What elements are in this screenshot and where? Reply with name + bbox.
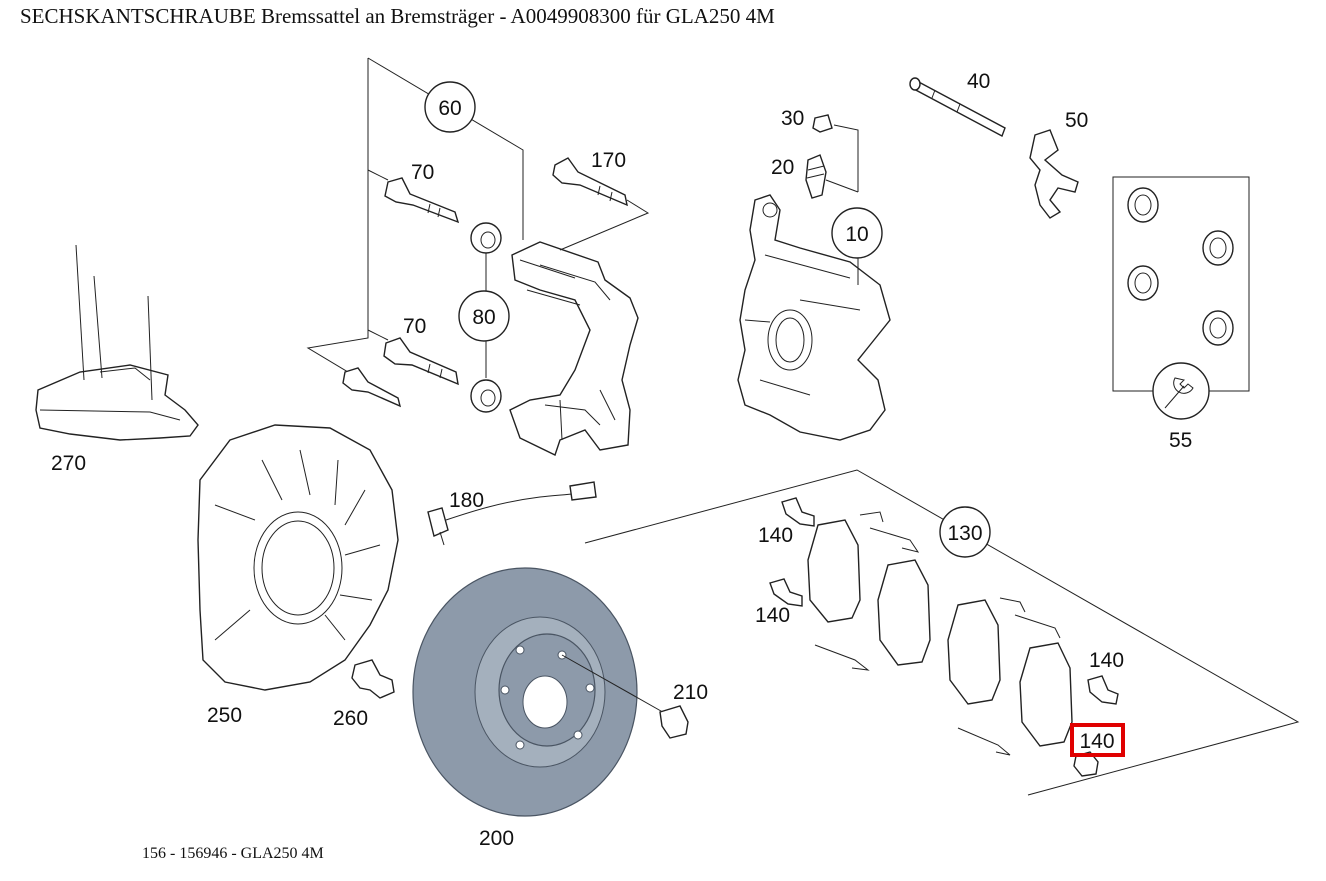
callout-140-right[interactable]: 140 xyxy=(1089,649,1124,672)
callout-200[interactable]: 200 xyxy=(479,827,514,850)
pad-bolt-highlighted[interactable] xyxy=(1073,751,1099,777)
brake-pad-wear-sensor[interactable] xyxy=(427,481,597,546)
callout-170[interactable]: 170 xyxy=(591,149,626,172)
callout-210[interactable]: 210 xyxy=(673,681,708,704)
highlight-box xyxy=(1070,723,1125,757)
svg-text:140: 140 xyxy=(1079,730,1114,753)
brake-pad-set[interactable] xyxy=(584,469,1300,796)
callout-55[interactable]: 55 xyxy=(1169,429,1192,452)
svg-text:130: 130 xyxy=(947,522,982,545)
leader-20 xyxy=(825,179,859,193)
bleeder-valve[interactable] xyxy=(805,154,827,199)
callout-40[interactable]: 40 xyxy=(967,70,990,93)
brake-disc[interactable] xyxy=(412,567,669,817)
callout-70-upper[interactable]: 70 xyxy=(411,161,434,184)
callout-70-lower[interactable]: 70 xyxy=(403,315,426,338)
rubber-bushing-upper[interactable] xyxy=(470,222,502,254)
disc-retaining-screw[interactable] xyxy=(659,705,689,739)
callout-10[interactable]: 10 xyxy=(831,207,883,259)
hex-bolt-260[interactable] xyxy=(351,659,395,699)
pad-bolt-right[interactable] xyxy=(1087,675,1119,705)
callout-140-mid-left[interactable]: 140 xyxy=(755,604,790,627)
svg-text:80: 80 xyxy=(472,306,495,329)
bleeder-cap[interactable] xyxy=(812,114,833,133)
pad-bolt-upper-left[interactable] xyxy=(781,497,815,527)
brake-dust-shield[interactable] xyxy=(197,424,399,691)
callout-50[interactable]: 50 xyxy=(1065,109,1088,132)
leader-30 xyxy=(833,124,859,192)
callout-270[interactable]: 270 xyxy=(51,452,86,475)
hex-bolt-170[interactable] xyxy=(552,157,650,251)
callout-80[interactable]: 80 xyxy=(458,290,510,342)
caliper-carrier[interactable] xyxy=(509,241,639,456)
pad-bolt-mid-left[interactable] xyxy=(769,578,803,607)
page-title: SECHSKANTSCHRAUBE Bremssattel an Bremstr… xyxy=(20,4,775,28)
rubber-bushing-lower[interactable] xyxy=(470,379,502,413)
callout-60[interactable]: 60 xyxy=(424,81,476,133)
callout-30[interactable]: 30 xyxy=(781,107,804,130)
brake-caliper-housing[interactable] xyxy=(737,194,891,441)
callout-260[interactable]: 260 xyxy=(333,707,368,730)
callout-130[interactable]: 130 xyxy=(939,506,991,558)
wrench-icon xyxy=(1152,362,1210,420)
seal-kit-box[interactable] xyxy=(1112,176,1250,392)
callout-250[interactable]: 250 xyxy=(207,704,242,727)
guide-bolt-sleeve[interactable] xyxy=(342,367,402,408)
hex-bolt-70-lower[interactable] xyxy=(383,337,459,386)
hex-bolt-70-upper[interactable] xyxy=(384,177,460,224)
svg-text:60: 60 xyxy=(438,97,461,120)
callout-140-upper-left[interactable]: 140 xyxy=(758,524,793,547)
callout-20[interactable]: 20 xyxy=(771,156,794,179)
guide-pin[interactable] xyxy=(909,77,1006,137)
diagram-footer: 156 - 156946 - GLA250 4M xyxy=(142,845,324,862)
callout-180[interactable]: 180 xyxy=(449,489,484,512)
pad-retaining-spring[interactable] xyxy=(1029,129,1079,219)
svg-text:10: 10 xyxy=(845,223,868,246)
wheel-speed-sensor-bracket[interactable] xyxy=(35,244,199,441)
callout-140-highlighted[interactable]: 140 xyxy=(1070,723,1125,757)
